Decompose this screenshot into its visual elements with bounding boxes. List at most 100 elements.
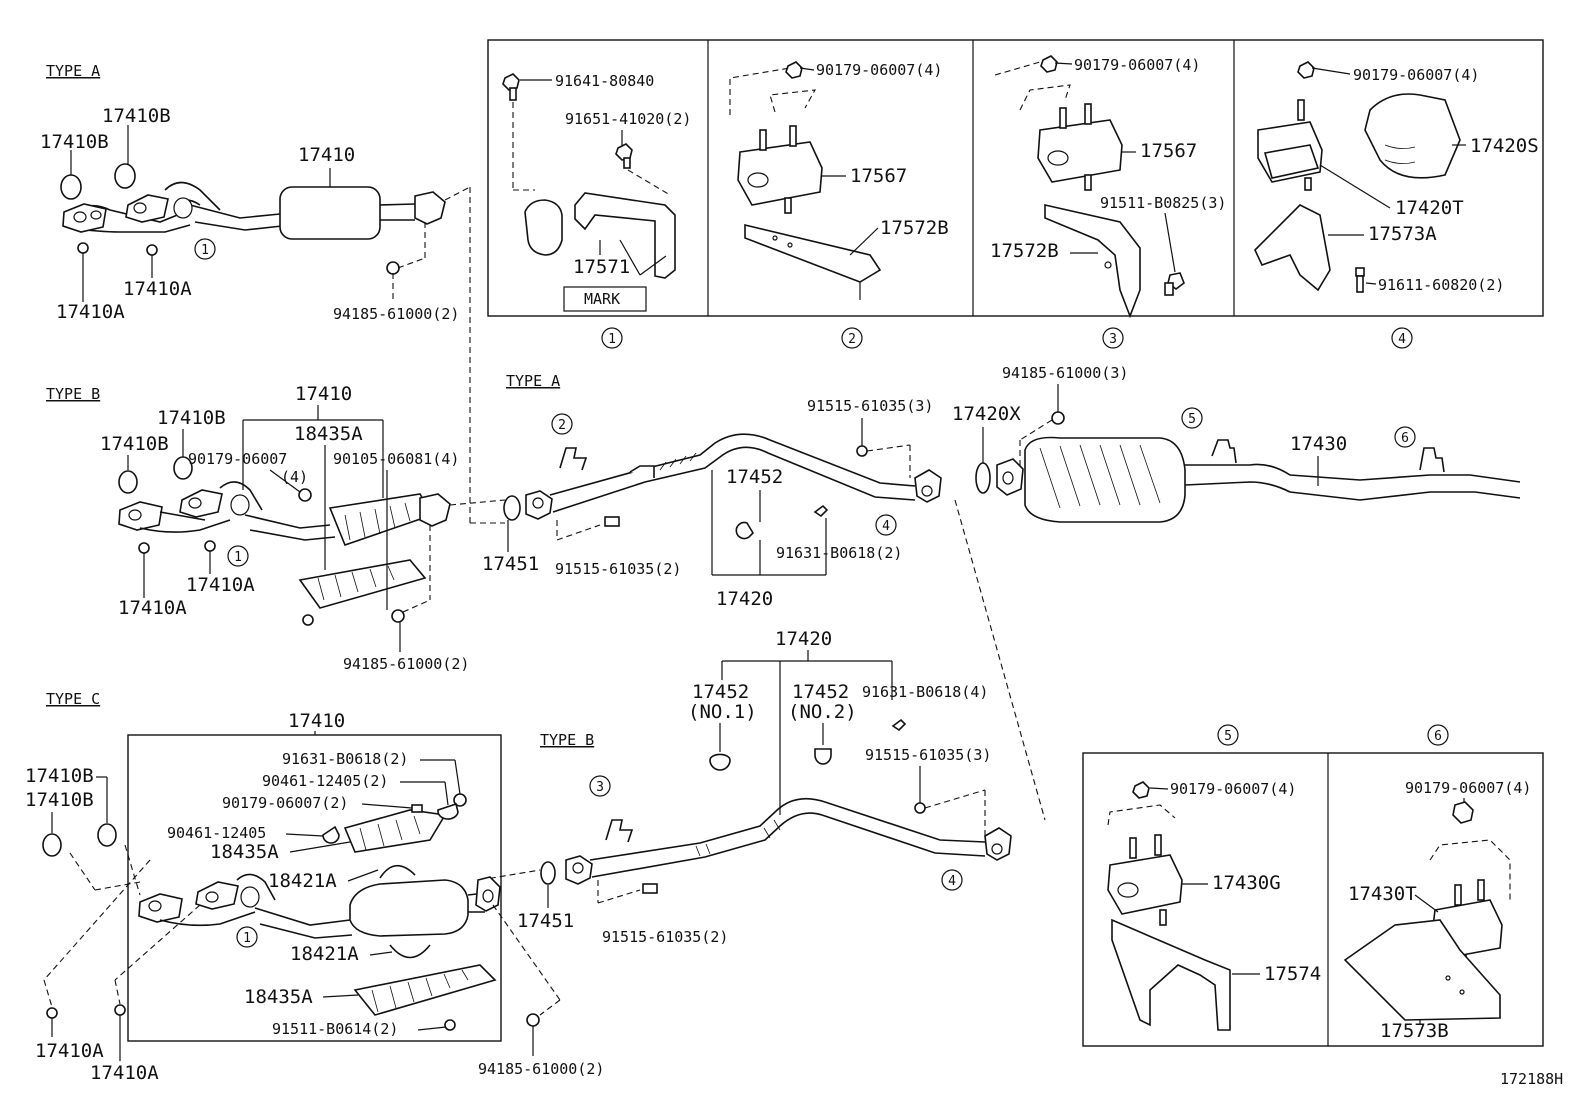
detail-callout-3-center: 3	[596, 780, 604, 795]
label-91515-2-a: 91515-61035(2)	[555, 560, 681, 578]
detail-6-mount	[1343, 801, 1511, 1021]
label-90179-d5: 90179-06007(4)	[1170, 780, 1296, 798]
label-91515-3-b: 91515-61035(3)	[865, 746, 991, 764]
detail-callout-4-center: 4	[882, 519, 890, 534]
clamp-no1	[709, 753, 731, 771]
label-90461: 90461-12405	[167, 824, 266, 842]
label-17573b: 17573B	[1380, 1020, 1449, 1042]
detail-3-mount	[994, 55, 1185, 319]
label-91515-3-a: 91515-61035(3)	[807, 397, 933, 415]
label-91611: 91611-60820(2)	[1378, 276, 1504, 294]
label-17410-c: 17410	[288, 710, 345, 732]
label-18421a-c2: 18421A	[290, 943, 359, 965]
label-91631-c: 91631-B0618(2)	[282, 750, 408, 768]
label-90179-d6: 90179-06007(4)	[1405, 779, 1531, 797]
label-91515-2-b: 91515-61035(2)	[602, 928, 728, 946]
type-b-exhaust-manifold	[118, 456, 451, 626]
label-18435a-b: 18435A	[294, 423, 363, 445]
label-no2: (NO.2)	[788, 701, 857, 723]
label-17571: 17571	[573, 256, 630, 278]
detail-2-number: 2	[848, 332, 856, 347]
label-94185-c: 94185-61000(2)	[478, 1060, 604, 1078]
type-b-label: TYPE B	[46, 385, 100, 403]
label-94185-3: 94185-61000(3)	[1002, 364, 1128, 382]
label-17420t: 17420T	[1395, 197, 1464, 219]
label-17452-no2: 17452	[792, 681, 849, 703]
bolt-91631	[891, 718, 907, 732]
label-17410b-b1: 17410B	[157, 407, 226, 429]
label-94185-a: 94185-61000(2)	[333, 305, 459, 323]
label-91641: 91641-80840	[555, 72, 654, 90]
label-17410a-b1: 17410A	[186, 574, 255, 596]
label-17452-a: 17452	[726, 466, 783, 488]
heat-shield-strap-lower	[389, 944, 431, 959]
mark-label: MARK	[584, 290, 620, 308]
label-17451-b: 17451	[517, 910, 574, 932]
label-no1: (NO.1)	[688, 701, 757, 723]
detail-5-number: 5	[1224, 729, 1232, 744]
detail-3-number: 3	[1109, 332, 1117, 347]
detail-callout-2-center: 2	[558, 418, 566, 433]
type-b-front-pipe	[540, 775, 1012, 894]
label-90179-2: 90179-06007(2)	[222, 794, 348, 812]
label-17420s: 17420S	[1470, 135, 1539, 157]
detail-4-mount	[1254, 61, 1461, 293]
label-17420x: 17420X	[952, 403, 1021, 425]
label-18435a-c2: 18435A	[244, 986, 313, 1008]
detail-callout-4-lower: 4	[948, 874, 956, 889]
heat-shield-strap-upper	[379, 864, 416, 879]
type-c-label: TYPE C	[46, 690, 100, 708]
label-17410b-c2: 17410B	[25, 789, 94, 811]
label-91511-c: 91511-B0614(2)	[272, 1020, 398, 1038]
label-90179-b: 90179-06007	[188, 450, 287, 468]
label-17567-d3: 17567	[1140, 140, 1197, 162]
label-91631-2-a: 91631-B0618(2)	[776, 544, 902, 562]
label-94185-b: 94185-61000(2)	[343, 655, 469, 673]
type-c-exhaust-manifold	[42, 793, 540, 1031]
type-a-center-label: TYPE A	[506, 372, 560, 390]
label-17452-no1: 17452	[692, 681, 749, 703]
label-18435a-c1: 18435A	[210, 841, 279, 863]
detail-callout-6-center: 6	[1401, 431, 1409, 446]
label-17420-b: 17420	[775, 628, 832, 650]
detail-callout-5-center: 5	[1188, 412, 1196, 427]
label-17572b-d3: 17572B	[990, 240, 1059, 262]
label-17451-a: 17451	[482, 553, 539, 575]
label-17410a-a2: 17410A	[56, 301, 125, 323]
label-17410a-c2: 17410A	[90, 1062, 159, 1084]
label-17572b-d2: 17572B	[880, 217, 949, 239]
type-a-exhaust-manifold	[60, 163, 446, 275]
clamp-no2	[814, 748, 832, 765]
type-a-label: TYPE A	[46, 62, 100, 80]
label-90179-d2: 90179-06007(4)	[816, 61, 942, 79]
label-17410a-c1: 17410A	[35, 1040, 104, 1062]
tail-pipe-muffler	[975, 407, 1521, 523]
detail-boxes-top	[487, 39, 1544, 317]
label-17573a: 17573A	[1368, 223, 1437, 245]
label-90179-d3: 90179-06007(4)	[1074, 56, 1200, 74]
detail-4-number: 4	[1398, 332, 1406, 347]
type-a-front-pipe	[503, 413, 942, 540]
detail-5-mount	[1107, 781, 1231, 1031]
label-17430: 17430	[1290, 433, 1347, 455]
label-90461-2: 90461-12405(2)	[262, 772, 388, 790]
type-b-center-label: TYPE B	[540, 731, 594, 749]
detail-callout-1-typec: 1	[243, 931, 251, 946]
label-17410-a: 17410	[298, 144, 355, 166]
label-4-b: (4)	[281, 468, 308, 486]
label-18421a-c1: 18421A	[268, 870, 337, 892]
label-17410b-c1: 17410B	[25, 765, 94, 787]
label-91651: 91651-41020(2)	[565, 110, 691, 128]
detail-callout-1-typeb: 1	[234, 550, 242, 565]
detail-callout-1-typea: 1	[201, 243, 209, 258]
diagram-id: 172188H	[1500, 1070, 1563, 1088]
label-17567-d2: 17567	[850, 165, 907, 187]
label-17410b-a2: 17410B	[40, 131, 109, 153]
label-17410-b: 17410	[295, 383, 352, 405]
label-91631-4: 91631-B0618(4)	[862, 683, 988, 701]
label-90105-b: 90105-06081(4)	[333, 450, 459, 468]
detail-6-number: 6	[1434, 729, 1442, 744]
label-17420-a: 17420	[716, 588, 773, 610]
detail-1-bracket	[502, 73, 676, 312]
